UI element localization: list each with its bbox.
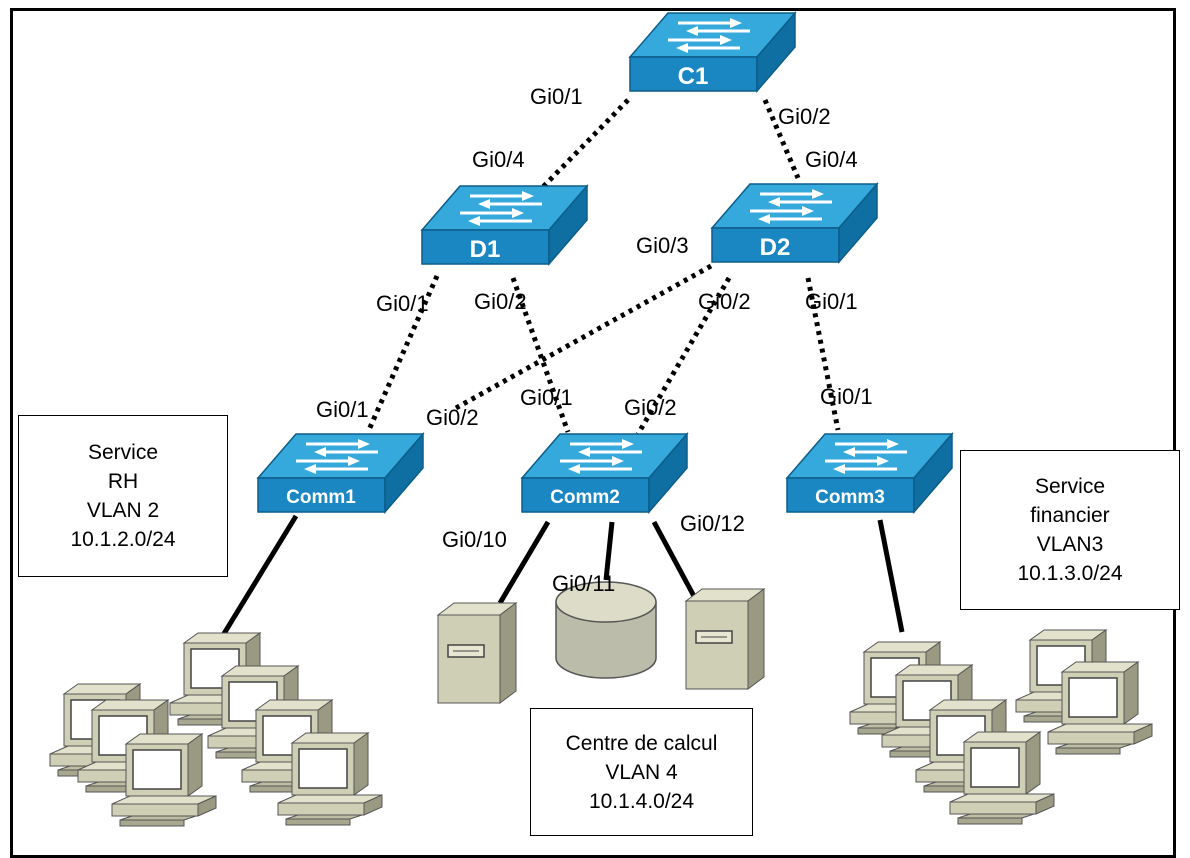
- link-d1-comm1: [365, 274, 440, 434]
- disk-storage-icon: [555, 602, 657, 679]
- port-label-d1-gi04: Gi0/4: [472, 147, 525, 172]
- port-label-comm3-gi01: Gi0/1: [820, 384, 873, 409]
- link-comm2-server-left: [497, 520, 551, 605]
- switch-d2[interactable]: D2: [710, 182, 879, 264]
- switch-comm1[interactable]: Comm1: [256, 432, 425, 514]
- switch-label: D2: [760, 234, 791, 261]
- port-label-d1-gi02: Gi0/2: [474, 289, 527, 314]
- switch-comm3[interactable]: Comm3: [785, 432, 954, 514]
- datacenter-box-line: 10.1.4.0/24: [588, 789, 695, 813]
- port-label-d2-gi03: Gi0/3: [636, 233, 689, 258]
- datacenter-box-line: Centre de calcul: [565, 731, 718, 755]
- port-labels: Gi0/1 Gi0/2 Gi0/4 Gi0/4 Gi0/3 Gi0/1 Gi0/…: [316, 84, 873, 596]
- hr-box-line: Service: [87, 441, 159, 464]
- port-label-comm2-gi01: Gi0/1: [520, 385, 573, 410]
- port-label-comm1-gi01: Gi0/1: [316, 397, 369, 422]
- finance-box-line: 10.1.3.0/24: [1017, 562, 1123, 585]
- link-comm1-hr-pcs: [211, 514, 299, 652]
- server-left[interactable]: [437, 602, 517, 704]
- workstation-icon[interactable]: [949, 731, 1055, 825]
- switch-icon: [420, 184, 589, 266]
- port-label-c1-gi02: Gi0/2: [778, 104, 831, 129]
- switch-label: Comm1: [286, 487, 356, 508]
- finance-box-line: Service: [1034, 475, 1106, 498]
- finance-box-line: VLAN3: [1036, 533, 1104, 556]
- finance-service-box: Service financier VLAN3 10.1.3.0/24: [960, 450, 1180, 610]
- switch-d1[interactable]: D1: [420, 184, 589, 266]
- link-comm2-storage: [603, 521, 615, 581]
- port-label-c1-gi01: Gi0/1: [530, 84, 583, 109]
- workstation-icon[interactable]: [111, 733, 217, 827]
- switch-label: D1: [470, 236, 501, 263]
- storage-disk[interactable]: [555, 581, 657, 679]
- link-c1-d1: [540, 98, 630, 190]
- hr-service-box: Service RH VLAN 2 10.1.2.0/24: [18, 415, 228, 577]
- port-label-comm1-gi02: Gi0/2: [426, 405, 479, 430]
- port-label-d1-gi01: Gi0/1: [376, 291, 429, 316]
- finance-box-line: financier: [1030, 504, 1110, 527]
- workstation-icon[interactable]: [277, 732, 383, 826]
- switch-label: Comm3: [815, 487, 885, 508]
- finance-workstations: [849, 629, 1153, 825]
- link-d2-comm2: [635, 276, 732, 436]
- port-label-comm2-gi02: Gi0/2: [624, 395, 677, 420]
- server-right[interactable]: [685, 588, 765, 690]
- disk-top: [555, 581, 657, 623]
- hr-box-line: RH: [107, 470, 139, 493]
- server-icon: [685, 588, 765, 690]
- switch-label: Comm2: [550, 487, 620, 508]
- switch-label: C1: [678, 63, 709, 90]
- switch-icon: [628, 11, 797, 93]
- port-label-comm2-gi010: Gi0/10: [442, 527, 507, 552]
- link-comm2-server-right: [651, 520, 699, 602]
- port-label-d2-gi02: Gi0/2: [698, 289, 751, 314]
- port-label-comm2-gi011: Gi0/11: [552, 571, 615, 596]
- port-label-d2-gi01: Gi0/1: [805, 289, 858, 314]
- link-d1-comm2: [510, 277, 571, 433]
- link-d2-comm3: [805, 277, 841, 431]
- datacenter-box-line: VLAN 4: [605, 760, 678, 784]
- port-label-d2-gi04: Gi0/4: [805, 147, 858, 172]
- hr-box-line: VLAN 2: [86, 499, 160, 522]
- port-label-comm2-gi012: Gi0/12: [680, 511, 745, 536]
- datacenter-box: Centre de calcul VLAN 4 10.1.4.0/24: [530, 708, 753, 836]
- switch-c1[interactable]: C1: [628, 11, 797, 93]
- server-icon: [437, 602, 517, 704]
- switch-icon: [710, 182, 879, 264]
- hr-box-line: 10.1.2.0/24: [70, 528, 176, 551]
- hr-workstations: [49, 632, 383, 827]
- switch-comm2[interactable]: Comm2: [520, 432, 689, 514]
- workstation-icon[interactable]: [1047, 661, 1153, 755]
- link-comm3-fin-pcs: [877, 519, 905, 633]
- link-d2-comm1: [454, 263, 713, 411]
